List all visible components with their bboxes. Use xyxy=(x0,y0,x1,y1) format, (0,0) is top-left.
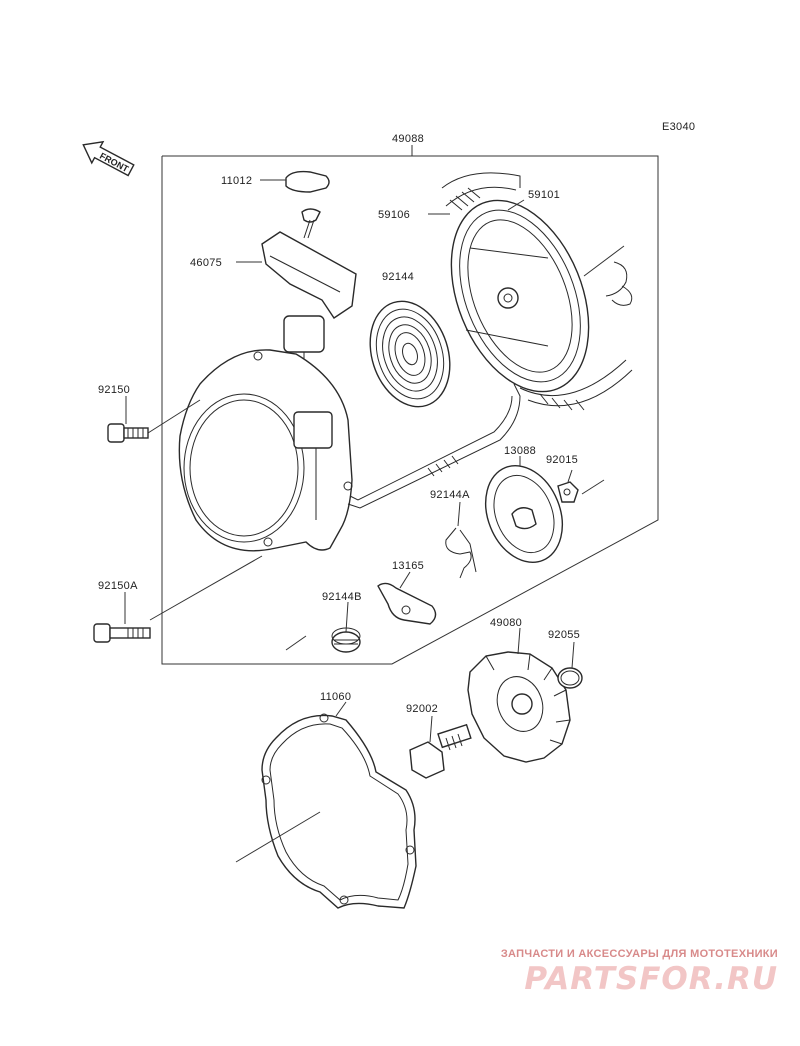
label-49080: 49080 xyxy=(490,617,522,629)
label-49088: 49088 xyxy=(392,133,424,145)
recoil-case xyxy=(178,349,353,552)
gasket-11060 xyxy=(235,701,417,909)
spring-92144B xyxy=(285,601,361,653)
handle-46075 xyxy=(236,208,357,412)
label-11060: 11060 xyxy=(320,691,351,703)
assembly-frame xyxy=(161,145,659,665)
label-11012: 11012 xyxy=(221,175,252,187)
bolt-92002 xyxy=(409,715,472,779)
label-59101: 59101 xyxy=(528,189,560,201)
ratchet-13165 xyxy=(377,571,437,625)
label-46075: 46075 xyxy=(190,257,222,269)
label-92150A: 92150A xyxy=(98,580,138,592)
label-59106: 59106 xyxy=(378,209,410,221)
label-92144B: 92144B xyxy=(322,591,362,603)
plate-13088 xyxy=(485,456,563,563)
watermark: ЗАПЧАСТИ И АКСЕССУАРЫ ДЛЯ МОТОТЕХНИКИ PA… xyxy=(478,948,778,997)
label-92055: 92055 xyxy=(548,629,580,641)
reel-59101 xyxy=(428,172,633,411)
pulley-49080 xyxy=(467,627,571,763)
starter-rope xyxy=(347,383,521,509)
bolt-92150 xyxy=(107,396,201,443)
label-92144: 92144 xyxy=(382,271,414,283)
label-13088: 13088 xyxy=(504,445,536,457)
diagram-code: E3040 xyxy=(662,121,695,133)
watermark-logo: PARTSFOR.RU xyxy=(524,961,778,997)
label-13165: 13165 xyxy=(392,560,424,572)
bolt-92150A xyxy=(93,555,263,643)
nut-92015 xyxy=(557,469,605,503)
label-92015: 92015 xyxy=(546,454,578,466)
label-92144A: 92144A xyxy=(430,489,470,501)
clip-92144A xyxy=(445,501,477,579)
front-arrow-icon: FRONT xyxy=(82,140,135,177)
label-92150: 92150 xyxy=(98,384,130,396)
cap-11012 xyxy=(260,170,330,193)
oring-92055 xyxy=(557,641,583,689)
watermark-tagline: ЗАПЧАСТИ И АКСЕССУАРЫ ДЛЯ МОТОТЕХНИКИ xyxy=(500,948,778,960)
label-92002: 92002 xyxy=(406,703,438,715)
spring-92144 xyxy=(369,300,451,408)
